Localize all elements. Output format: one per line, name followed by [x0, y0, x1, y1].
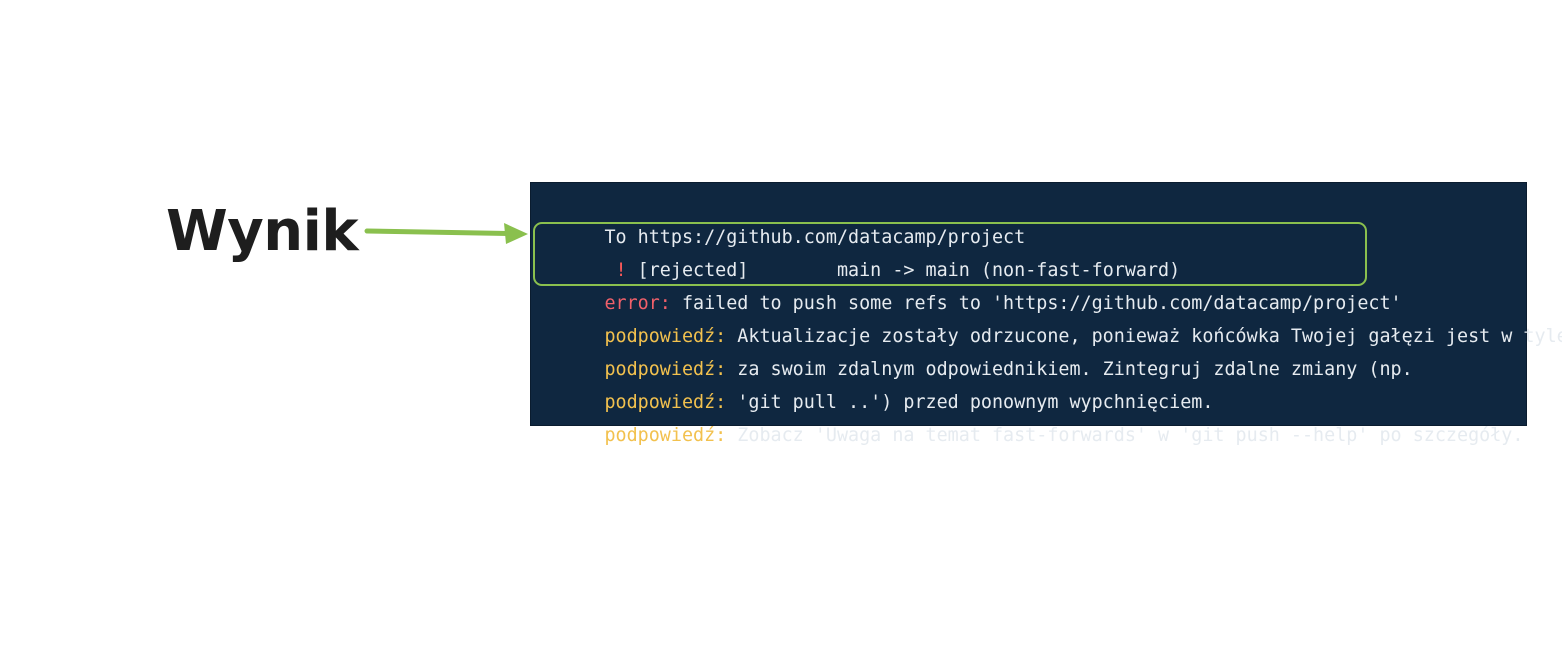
terminal-line: podpowiedź: Aktualizacje zostały odrzuco…	[538, 289, 1562, 347]
terminal-output: To https://github.com/datacamp/project !…	[530, 182, 1562, 446]
line-text: Aktualizacje zostały odrzucone, ponieważ…	[726, 326, 1562, 347]
arrow-icon	[364, 223, 528, 244]
result-label: Wynik	[166, 199, 359, 264]
rejected-marker: !	[604, 260, 627, 281]
hint-prefix: podpowiedź:	[604, 392, 727, 413]
terminal-line: podpowiedź: Zobacz 'Uwaga na temat fast-…	[538, 388, 1523, 446]
terminal-line: error: failed to push some refs to 'http…	[538, 256, 1401, 314]
hint-prefix: podpowiedź:	[604, 326, 727, 347]
line-text: [rejected] main -> main (non-fast-forwar…	[626, 260, 1181, 281]
terminal-line: podpowiedź: 'git pull ..') przed ponowny…	[538, 355, 1213, 413]
line-text: failed to push some refs to 'https://git…	[670, 293, 1402, 314]
error-highlight-box	[533, 222, 1367, 286]
terminal-line: To https://github.com/datacamp/project	[538, 190, 1025, 248]
line-text: Zobacz 'Uwaga na temat fast-forwards' w …	[726, 425, 1524, 446]
terminal-line: podpowiedź: za swoim zdalnym odpowiednik…	[538, 322, 1412, 380]
line-text: 'git pull ..') przed ponownym wypchnięci…	[726, 392, 1214, 413]
line-text: za swoim zdalnym odpowiednikiem. Zintegr…	[726, 359, 1413, 380]
hint-prefix: podpowiedź:	[604, 425, 727, 446]
error-prefix: error:	[604, 293, 671, 314]
hint-prefix: podpowiedź:	[604, 359, 727, 380]
terminal-line: ! [rejected] main -> main (non-fast-forw…	[538, 223, 1181, 281]
line-text: To https://github.com/datacamp/project	[604, 227, 1026, 248]
